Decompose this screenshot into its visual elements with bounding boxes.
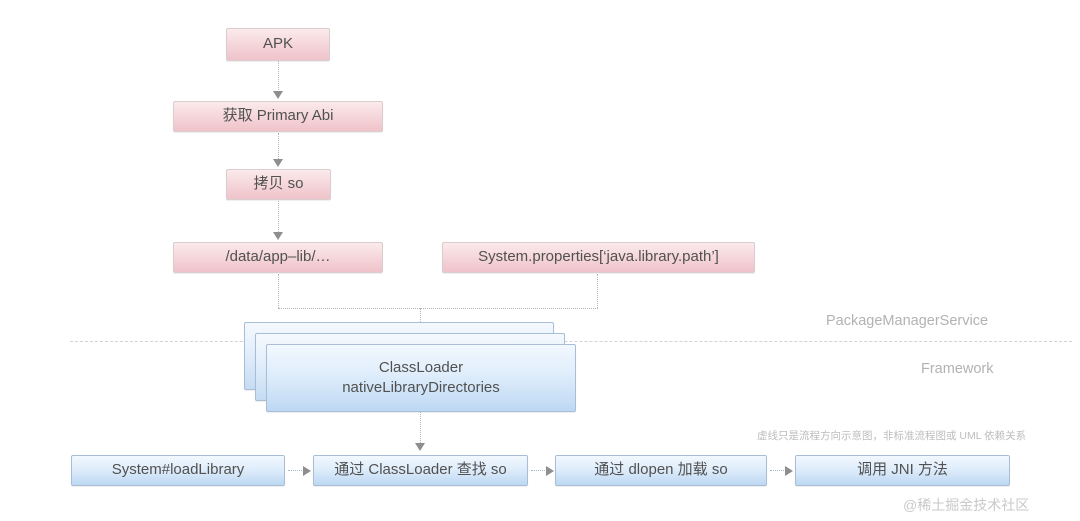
node-copy-so[interactable]: 拷贝 so — [226, 169, 331, 200]
node-find-so-label: 通过 ClassLoader 查找 so — [334, 461, 507, 479]
node-load-library[interactable]: System#loadLibrary — [71, 455, 285, 486]
node-system-properties[interactable]: System.properties[‘java.library.path’] — [442, 242, 755, 273]
node-primary-abi[interactable]: 获取 Primary Abi — [173, 101, 383, 132]
arrowhead-load-library-to-find-so — [303, 466, 311, 476]
node-call-jni-label: 调用 JNI 方法 — [857, 461, 948, 479]
node-data-app-lib-label: /data/app–lib/… — [225, 248, 331, 266]
arrowhead-copy-so-to-app-lib — [273, 232, 283, 240]
connector-classloader-to-find-so — [420, 412, 421, 445]
node-primary-abi-label: 获取 Primary Abi — [222, 107, 334, 125]
node-data-app-lib[interactable]: /data/app–lib/… — [173, 242, 383, 273]
classloader-line2: nativeLibraryDirectories — [342, 379, 500, 396]
node-apk-label: APK — [262, 35, 293, 53]
layer-label-framework: Framework — [921, 361, 994, 377]
layer-label-package-manager-service: PackageManagerService — [826, 313, 989, 329]
connector-primary-abi-to-copy-so — [278, 133, 279, 161]
arrowhead-primary-abi-to-copy-so — [273, 159, 283, 167]
diagram-note: 虚线只是流程方向示意图，非标准流程图或 UML 依赖关系 — [757, 430, 1027, 442]
connector-copy-so-to-app-lib — [278, 201, 279, 234]
connector-apk-to-primary-abi — [278, 61, 279, 92]
watermark: @稀土掘金技术社区 — [903, 497, 1030, 513]
node-system-properties-label: System.properties[‘java.library.path’] — [478, 248, 719, 266]
node-dlopen-so-label: 通过 dlopen 加载 so — [594, 461, 728, 479]
connector-rail-to-classloader — [278, 308, 598, 309]
arrowhead-apk-to-primary-abi — [273, 91, 283, 99]
connector-find-so-to-dlopen — [531, 470, 547, 471]
arrowhead-find-so-to-dlopen — [546, 466, 554, 476]
classloader-line1: ClassLoader — [378, 358, 464, 376]
connector-load-library-to-find-so — [288, 470, 304, 471]
node-apk[interactable]: APK — [226, 28, 330, 61]
arrowhead-dlopen-to-jni — [785, 466, 793, 476]
connector-system-properties-drop — [597, 274, 598, 308]
node-dlopen-so[interactable]: 通过 dlopen 加载 so — [555, 455, 767, 486]
node-find-so[interactable]: 通过 ClassLoader 查找 so — [313, 455, 528, 486]
connector-app-lib-drop — [278, 274, 279, 308]
connector-dlopen-to-jni — [770, 470, 786, 471]
classloader-stack-front[interactable]: ClassLoader nativeLibraryDirectories — [266, 344, 576, 412]
node-call-jni[interactable]: 调用 JNI 方法 — [795, 455, 1010, 486]
arrowhead-classloader-to-find-so — [415, 443, 425, 451]
layer-divider — [70, 341, 1072, 342]
node-copy-so-label: 拷贝 so — [253, 175, 304, 193]
node-load-library-label: System#loadLibrary — [111, 461, 245, 479]
